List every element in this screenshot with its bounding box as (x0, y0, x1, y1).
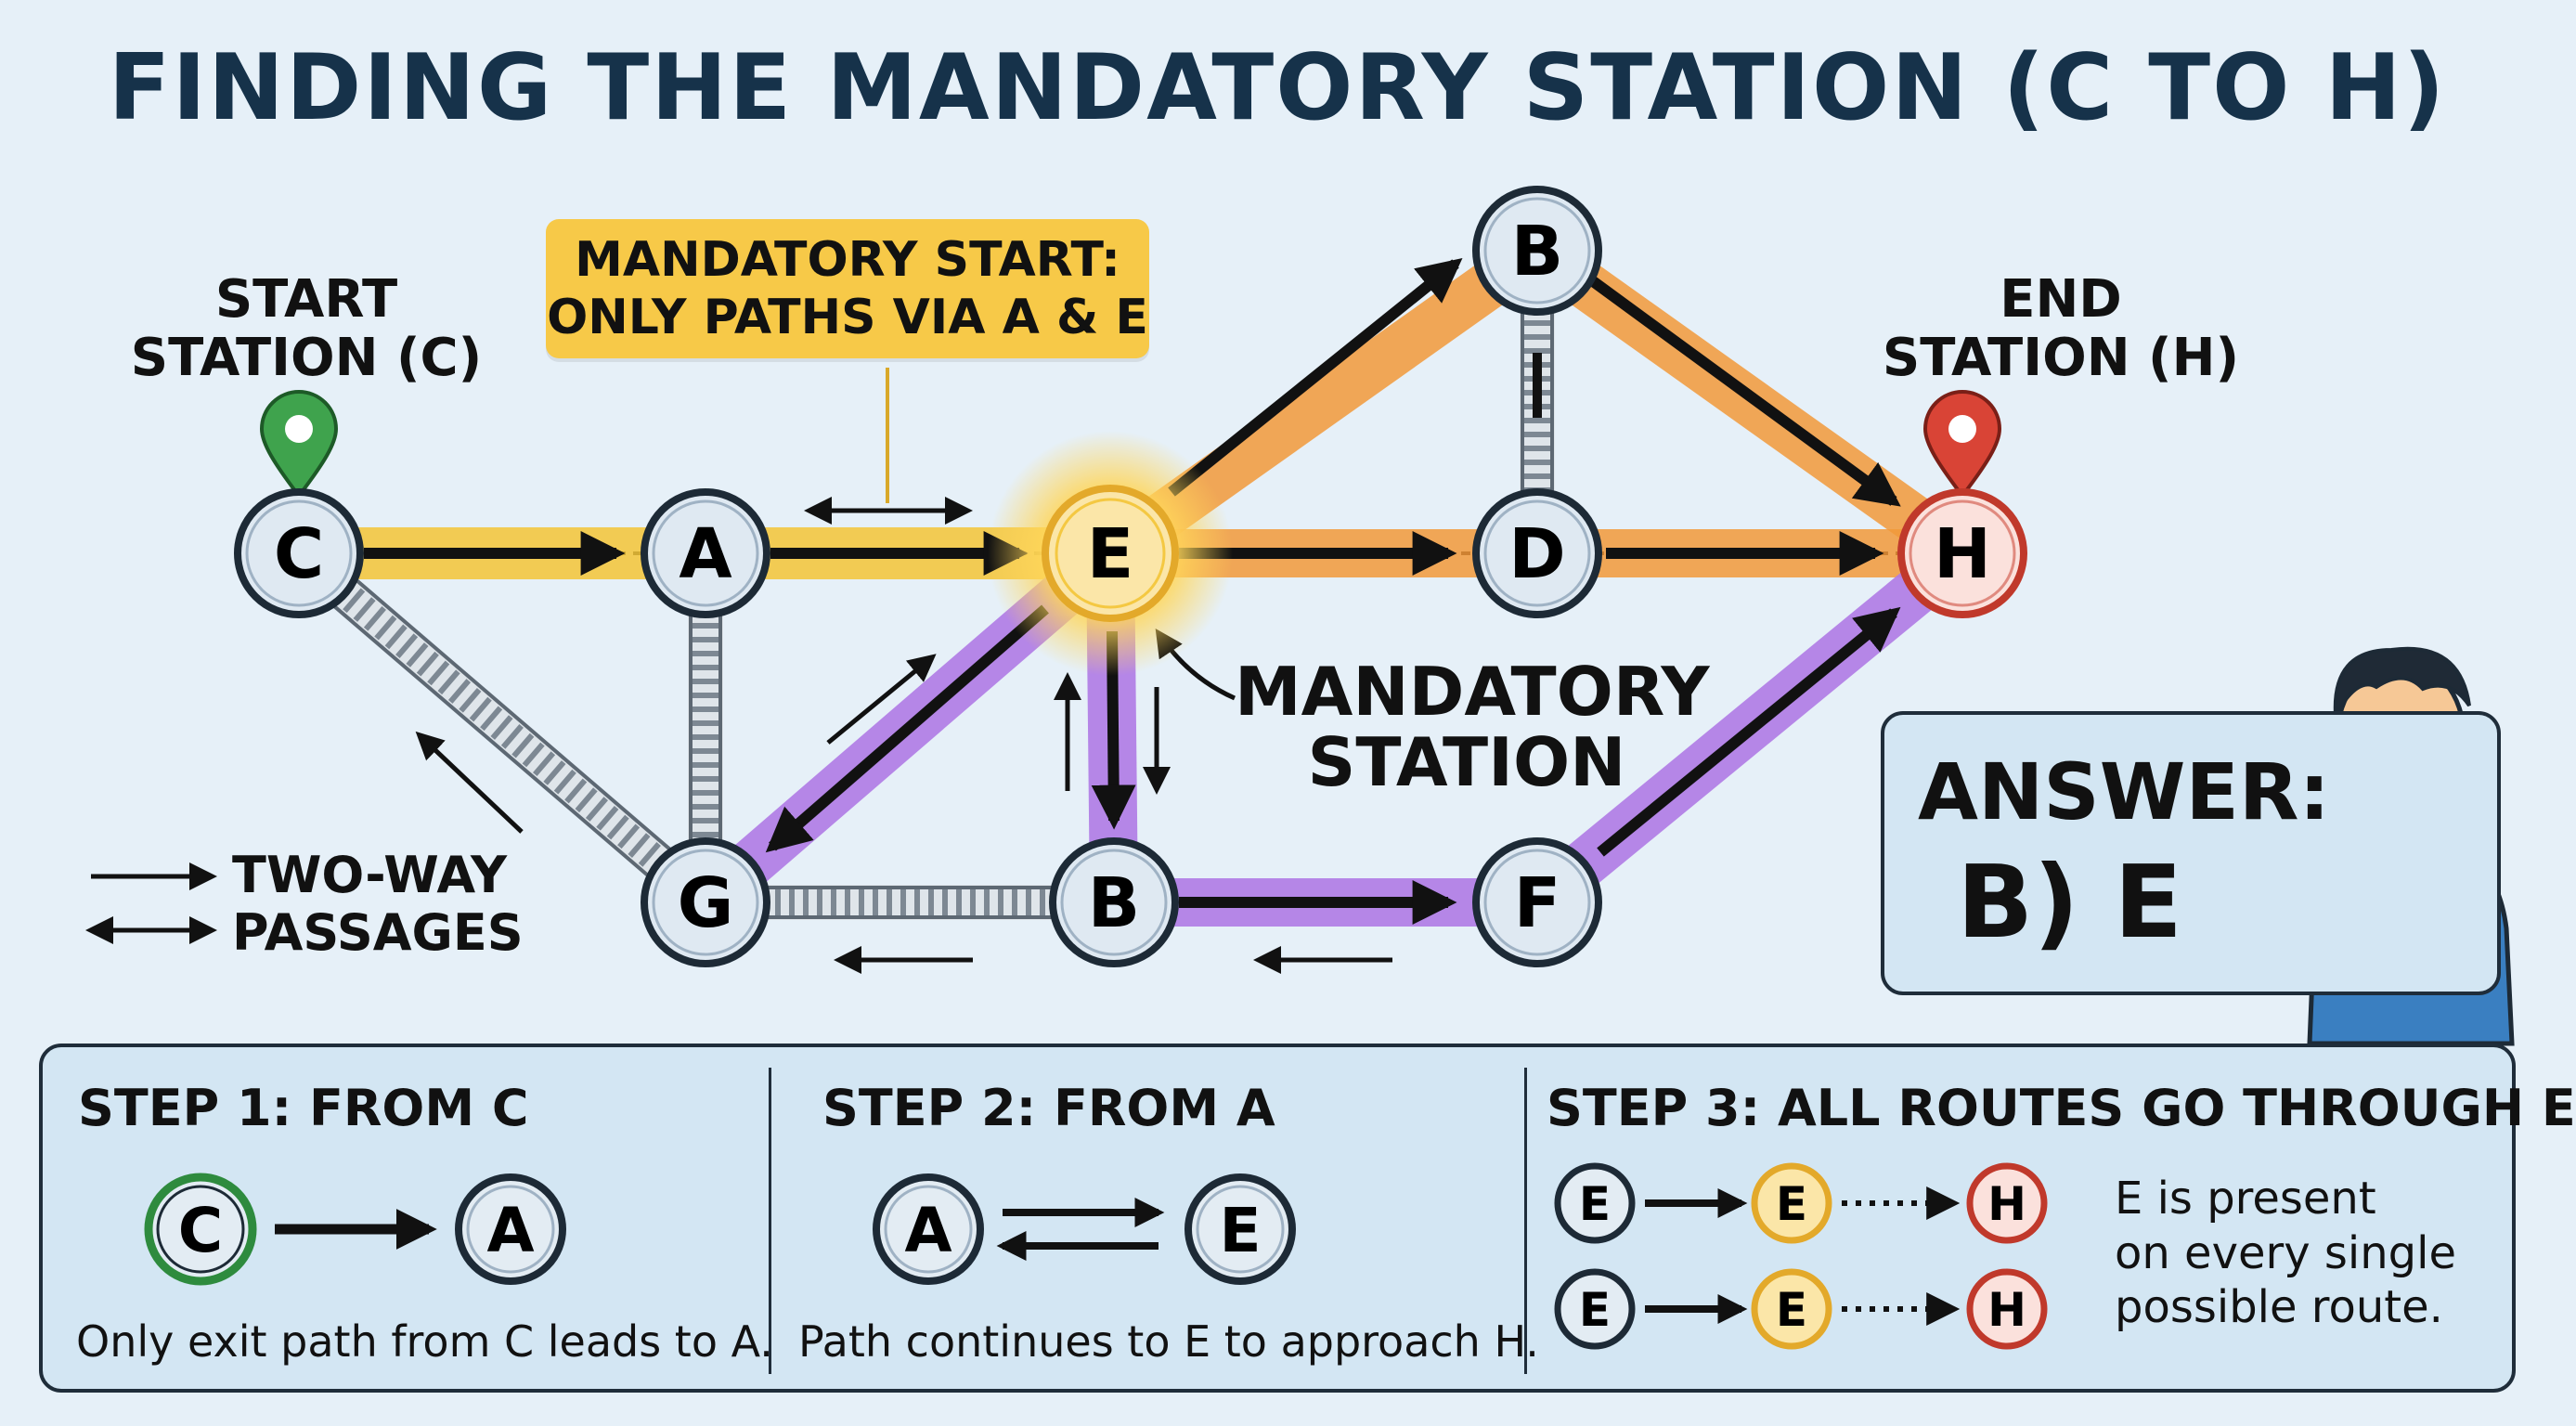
start-pin-icon (259, 390, 339, 499)
start-station-label: START STATION (C) (130, 269, 483, 388)
page-title: FINDING THE MANDATORY STATION (C TO H) (108, 35, 2447, 141)
step2-description: Path continues to E to approach H. (798, 1316, 1539, 1367)
hint-g-e (826, 654, 937, 745)
end-station-label: END STATION (H) (1882, 269, 2240, 388)
mandatory-start-callout: MANDATORY START: ONLY PATHS VIA A & E (546, 219, 1149, 358)
rail-g-b (705, 885, 1114, 920)
step3-note: E is present on every single possible ro… (2115, 1173, 2457, 1334)
station-c-label: C (274, 514, 324, 594)
station-d-label: D (1508, 514, 1565, 594)
end-pin-icon (1922, 390, 2002, 499)
station-h-label: H (1934, 514, 1991, 594)
station-h: H (1897, 488, 2027, 618)
arrow-b-h (1586, 274, 1901, 507)
step-divider-2 (1524, 1068, 1527, 1374)
station-g-label: G (678, 863, 734, 943)
answer-title: ANSWER: (1918, 746, 2331, 837)
rail-c-g (286, 538, 718, 917)
station-c: C (234, 488, 364, 618)
step-divider-1 (769, 1068, 771, 1374)
station-b-top-label: B (1511, 212, 1563, 292)
step1-description: Only exit path from C leads to A. (76, 1316, 773, 1367)
station-f: F (1472, 837, 1602, 967)
arrow-e-b (1168, 257, 1463, 497)
arrow-e-g (765, 604, 1049, 853)
station-d: D (1472, 488, 1602, 618)
mandatory-station-label: MANDATORY STATION (1235, 653, 1710, 801)
station-g: G (641, 837, 770, 967)
station-f-label: F (1514, 863, 1561, 943)
hint-c-g (415, 731, 524, 834)
station-b-bottom-label: B (1088, 863, 1140, 943)
hint-arrows (85, 368, 1392, 974)
station-a: A (641, 488, 770, 618)
station-nodes: C A E B D H G B F (234, 186, 2027, 967)
step2-title: STEP 2: FROM A (822, 1079, 1275, 1137)
station-e-label: E (1087, 514, 1134, 594)
answer-box: ANSWER: B) E (1881, 711, 2501, 995)
station-b-bottom: B (1049, 837, 1179, 967)
station-a-label: A (679, 514, 731, 594)
step1-title: STEP 1: FROM C (78, 1079, 529, 1137)
answer-value: B) E (1957, 845, 2183, 961)
step3-title: STEP 3: ALL ROUTES GO THROUGH E (1547, 1079, 2576, 1137)
station-b-top: B (1472, 186, 1602, 316)
station-e: E (1042, 485, 1179, 622)
arrow-f-h (1597, 606, 1901, 857)
two-way-legend: TWO-WAY PASSAGES (232, 846, 524, 963)
